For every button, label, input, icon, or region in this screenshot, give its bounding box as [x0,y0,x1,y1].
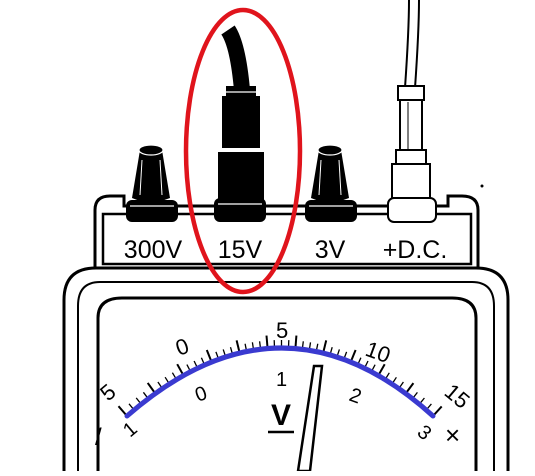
inner-label-0: 0 [192,382,210,406]
outer-label-0: 0 [172,333,192,361]
stray-dot [481,185,484,188]
outer-label-5: 5 [276,318,288,343]
terminal-15v-plug [214,30,266,222]
meter-needle [298,366,322,471]
scale-left-symbol: / [95,424,102,451]
terminal-dc-plug [388,0,436,222]
terminal-label-300v: 300V [124,236,183,264]
unit-label: V [271,399,291,432]
terminal-300v-knob [126,145,178,222]
terminal-3v-knob [305,145,357,222]
inner-label-3: 3 [413,421,436,445]
outer-label-15: 15 [440,379,475,414]
inner-label-1-left: 1 [119,418,142,442]
terminal-label-dc: +D.C. [383,236,448,264]
terminal-label-15v: 15V [218,236,263,264]
inner-label-2: 2 [346,384,364,408]
terminal-label-3v: 3V [315,236,346,264]
scale-right-symbol: × [445,420,460,450]
inner-label-1: 1 [276,369,287,391]
